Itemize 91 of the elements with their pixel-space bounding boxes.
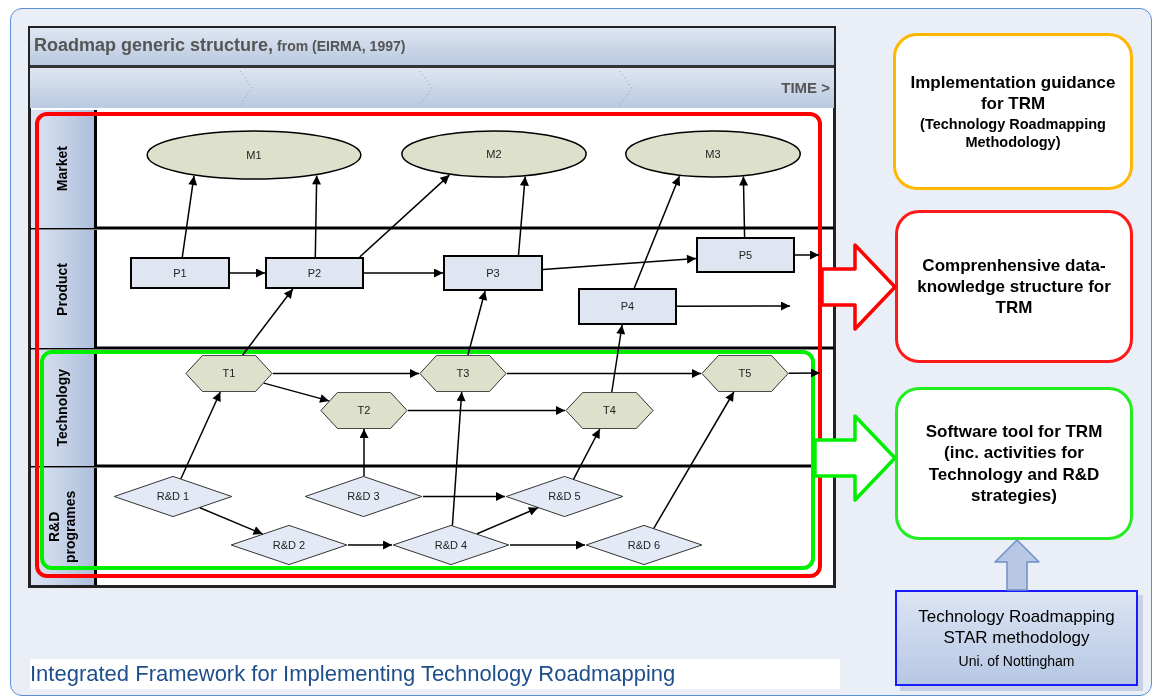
arrow [347,540,393,550]
arrow [633,175,681,289]
arrow [180,391,222,480]
node-label: M1 [246,147,262,163]
rnd-diamond [392,525,510,565]
technology-hexagon [701,355,789,392]
goal-card [895,210,1133,363]
block-arrow [813,414,897,502]
market-ellipse [145,130,363,180]
arrow [181,175,198,258]
arrow [199,507,264,535]
arrow [542,254,697,271]
card-subheading: (Technology Roadmapping Methodology) [919,114,1107,151]
goal-card [893,33,1133,190]
node-label: T5 [738,366,752,382]
technology-hexagon [565,392,654,429]
arrow [451,391,466,527]
arrow [312,174,322,258]
arrow [611,324,626,393]
arrow [794,250,820,260]
lane-label: R&D programes [46,489,79,565]
node-label: R&D 2 [272,537,306,553]
rnd-diamond [505,476,624,517]
block-arrow [994,539,1040,591]
node-label: M2 [486,146,502,162]
product-box [696,237,795,273]
node-label: P3 [486,265,500,281]
product-box [265,257,364,289]
node-label: R&D 4 [434,537,468,553]
arrow [476,507,539,535]
rnd-diamond [585,525,703,565]
title-band [30,28,834,68]
arrow [572,428,601,480]
node-label: R&D 3 [347,489,380,505]
goal-card [895,387,1133,540]
node-label: R&D 1 [156,489,190,505]
lane-label: Product [54,262,71,316]
node-label: R&D 5 [548,489,581,505]
arrow [467,290,488,356]
node-label: T1 [222,366,236,382]
arrow [359,428,369,477]
product-box [578,288,677,325]
arrow [509,540,586,550]
node-label: T3 [456,366,470,382]
market-ellipse [624,130,802,178]
arrow [506,369,702,378]
arrow [358,174,451,258]
region-outline [35,112,822,578]
arrow [241,288,294,356]
product-box [130,257,230,289]
technology-hexagon [320,392,408,429]
arrow [676,301,791,311]
arrow [263,382,330,403]
node-label: M3 [705,146,721,162]
arrow [739,175,749,238]
arrow [653,391,735,530]
rnd-diamond [304,476,423,517]
node-label: P2 [307,265,322,281]
node-label: T2 [357,403,371,419]
source-subtitle: Uni. of Nottingham [958,652,1075,670]
arrow [422,492,506,501]
rnd-diamond [230,525,348,565]
region-outline [40,350,815,570]
arrow [407,406,566,415]
lane-label: Market [54,146,71,192]
band-subtitle: from (EIRMA, 1997) [277,39,406,53]
node-label: P4 [620,299,635,315]
market-ellipse [400,130,588,178]
card-heading: Implementation guidance for TRM [909,72,1117,115]
card-heading: Software tool for TRM (inc. activities for Technology and R&D strategies) [924,421,1104,506]
block-arrow [820,243,897,331]
node-label: R&D 6 [627,537,661,553]
rnd-diamond [113,476,233,517]
technology-hexagon [185,355,273,392]
arrow [517,175,529,256]
arrow [363,268,444,278]
node-label: P5 [738,247,753,263]
caption-text: Integrated Framework for Implementing Technology Roadmapping [30,663,676,685]
technology-hexagon [419,355,507,392]
product-box [443,255,543,291]
lane-label: Technology [54,369,71,447]
node-label: P1 [173,265,187,281]
node-label: T4 [603,403,616,419]
band-title: Roadmap generic structure, [34,36,274,54]
source-title: Technology Roadmapping STAR methodology [917,606,1116,649]
arrow [787,368,821,378]
time-label: TIME > [781,77,830,98]
arrow [272,369,420,378]
time-band [30,68,834,108]
card-heading: Comprenhensive data-knowledge structure for TRM [916,254,1112,319]
arrow [229,268,266,278]
